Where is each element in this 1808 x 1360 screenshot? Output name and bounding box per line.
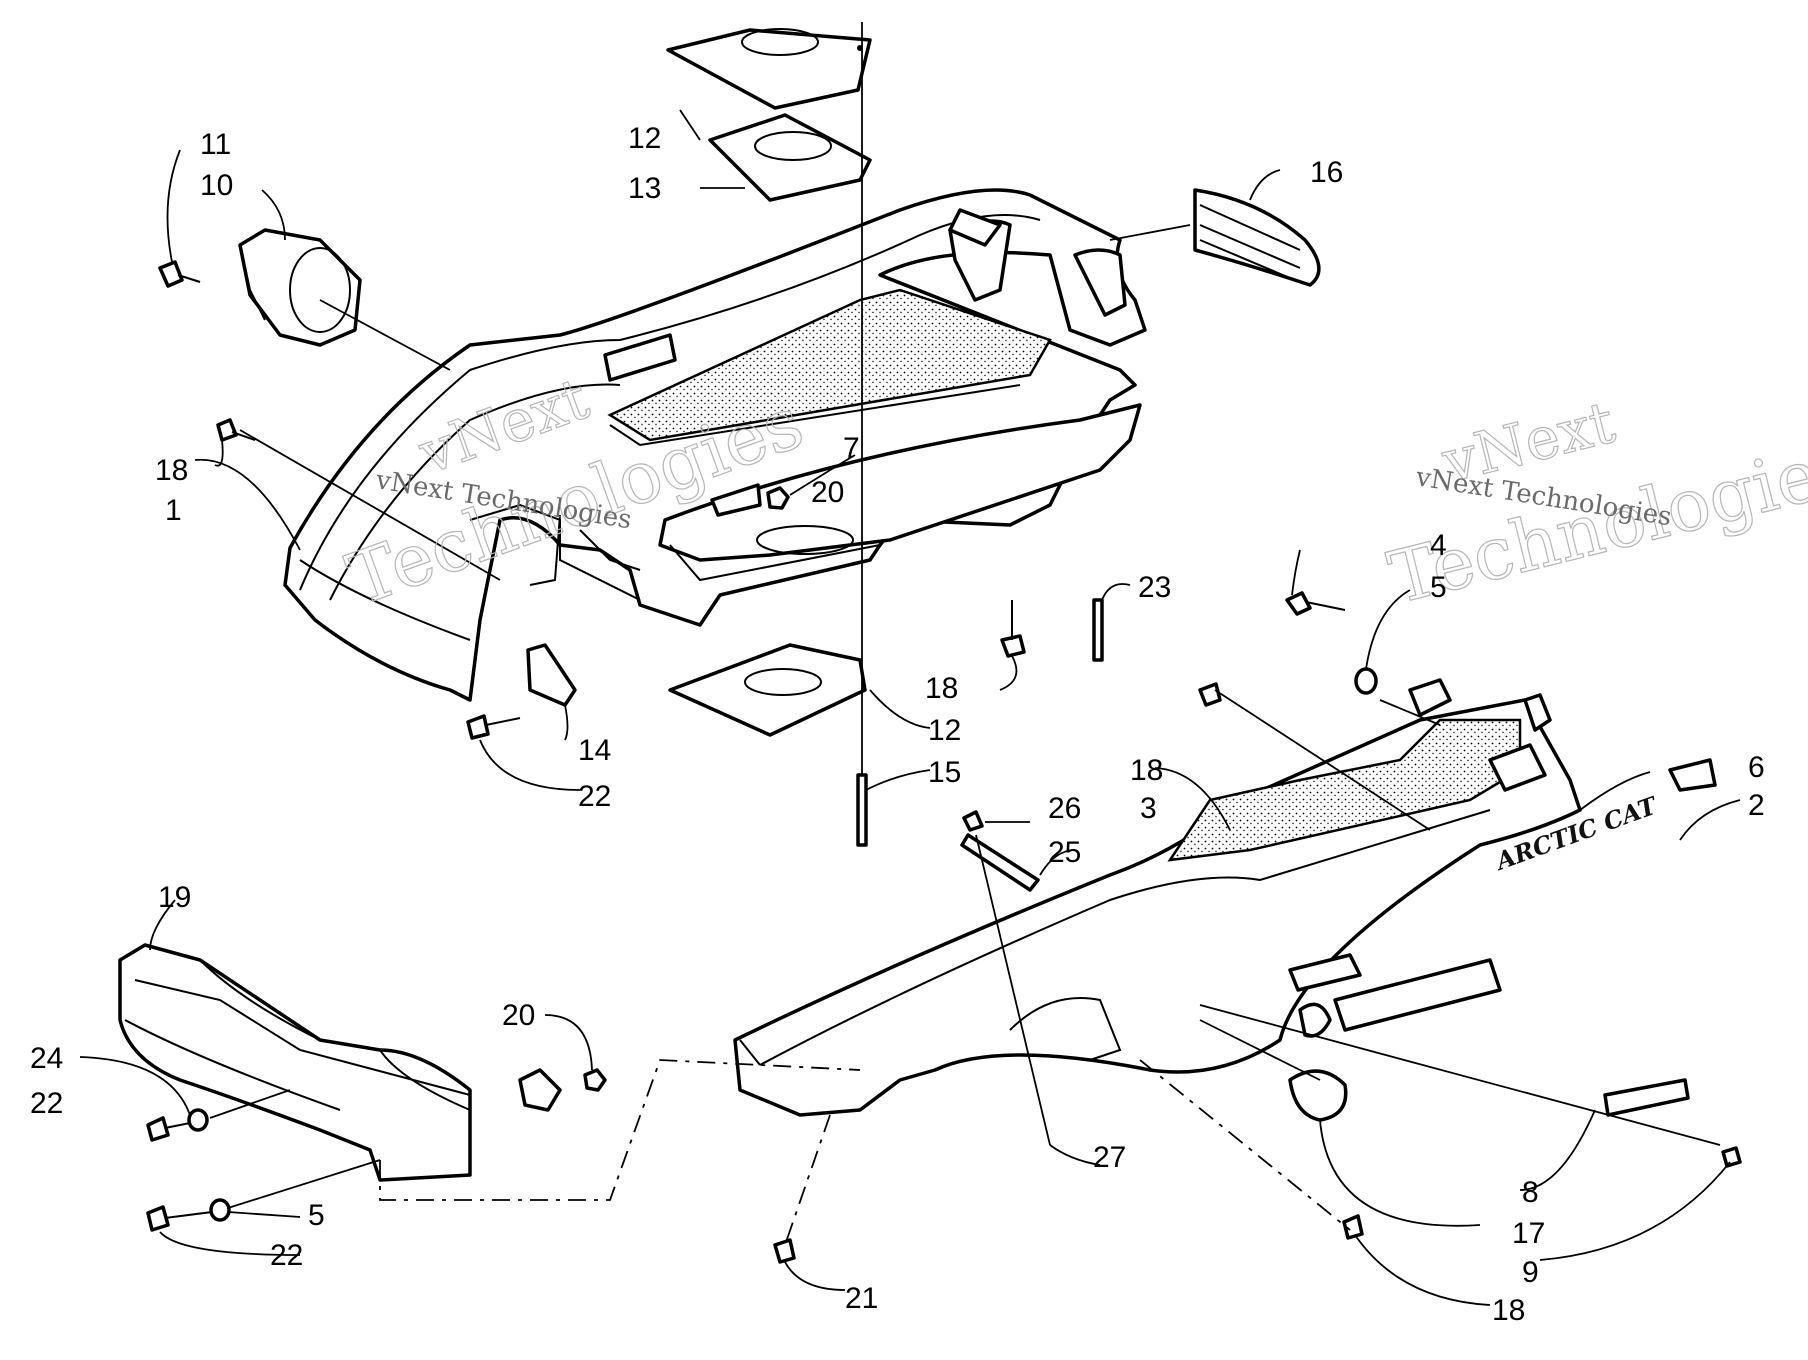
rivet-15	[856, 773, 868, 847]
screw-18b	[1198, 682, 1222, 707]
callout-27: 27	[1093, 1141, 1126, 1174]
bolt-4	[1285, 591, 1312, 616]
callout-15: 15	[928, 756, 961, 789]
callout-10: 10	[200, 169, 233, 202]
clip-7	[710, 483, 762, 517]
plug-17	[1288, 1069, 1348, 1122]
callout-12-bottom: 12	[928, 714, 961, 747]
hood-assembly	[283, 188, 1147, 702]
gasket-plate	[708, 113, 872, 202]
headlight-housing	[238, 228, 362, 347]
screw-21	[773, 1238, 796, 1264]
retainer	[1408, 678, 1452, 717]
callout-1: 1	[165, 494, 182, 527]
washer-24	[187, 1108, 209, 1132]
bracket-14	[526, 643, 577, 707]
rivet-23	[1092, 598, 1104, 662]
washer-26	[962, 810, 984, 832]
callout-18-b: 18	[1130, 754, 1163, 787]
callout-18-d: 18	[1492, 1294, 1525, 1327]
nut-20b	[583, 1068, 607, 1092]
screw-9	[1721, 1146, 1742, 1168]
screw-18c	[1000, 634, 1026, 658]
callout-22-c: 22	[270, 1239, 303, 1272]
front-bumper	[118, 943, 607, 1182]
reflector-8	[1603, 1078, 1690, 1117]
screw-22b	[146, 1116, 170, 1142]
callout-25: 25	[1048, 836, 1081, 869]
callout-9: 9	[1522, 1256, 1539, 1289]
callout-3: 3	[1140, 792, 1157, 825]
mounting-plate-top	[666, 28, 872, 110]
callout-4: 4	[1430, 529, 1447, 562]
callout-26: 26	[1048, 792, 1081, 825]
screw-11	[158, 260, 201, 288]
lower-pan-assembly: ARCTIC CAT	[733, 693, 1717, 1117]
callout-24: 24	[30, 1042, 63, 1075]
callout-18-c: 18	[925, 672, 958, 705]
strap-25	[960, 833, 1040, 892]
retainer-20b	[518, 1068, 562, 1112]
callout-19: 19	[158, 881, 191, 914]
lower-leaders	[784, 549, 1741, 1306]
bumper-leaders	[79, 899, 861, 1256]
callout-22-a: 22	[578, 780, 611, 813]
callout-11: 11	[200, 128, 231, 161]
callout-18-a: 18	[155, 454, 188, 487]
callout-labels: 11 10 12 13 16 18 1 7 20 23 4 5 18 14 22…	[30, 122, 1765, 1327]
callout-12-top: 12	[628, 122, 661, 155]
callout-5-b: 5	[308, 1199, 325, 1232]
washer-5b	[209, 1198, 231, 1222]
callout-16: 16	[1310, 156, 1343, 189]
callout-20-b: 20	[502, 999, 535, 1032]
callout-20-a: 20	[811, 476, 844, 509]
vent-grille	[1193, 188, 1321, 287]
callout-5-a: 5	[1430, 571, 1447, 604]
callout-17: 17	[1512, 1217, 1545, 1250]
callout-21: 21	[845, 1282, 878, 1315]
callout-2: 2	[1748, 789, 1765, 822]
bumper-6	[1668, 758, 1717, 792]
upper-leaders	[166, 109, 1281, 791]
screw-18d	[1342, 1214, 1364, 1240]
callout-7: 7	[843, 432, 860, 465]
washer-5a	[1354, 667, 1378, 695]
callout-8: 8	[1522, 1176, 1539, 1209]
screw-22a	[466, 714, 490, 740]
callout-22-b: 22	[30, 1087, 63, 1120]
callout-6: 6	[1748, 751, 1765, 784]
screw-18a	[216, 418, 238, 442]
nut-20a	[766, 486, 790, 510]
mounting-plate-bottom	[668, 643, 867, 737]
callout-14: 14	[578, 734, 611, 767]
screw-22c	[146, 1205, 170, 1232]
callout-23: 23	[1138, 571, 1171, 604]
callout-13: 13	[628, 172, 661, 205]
